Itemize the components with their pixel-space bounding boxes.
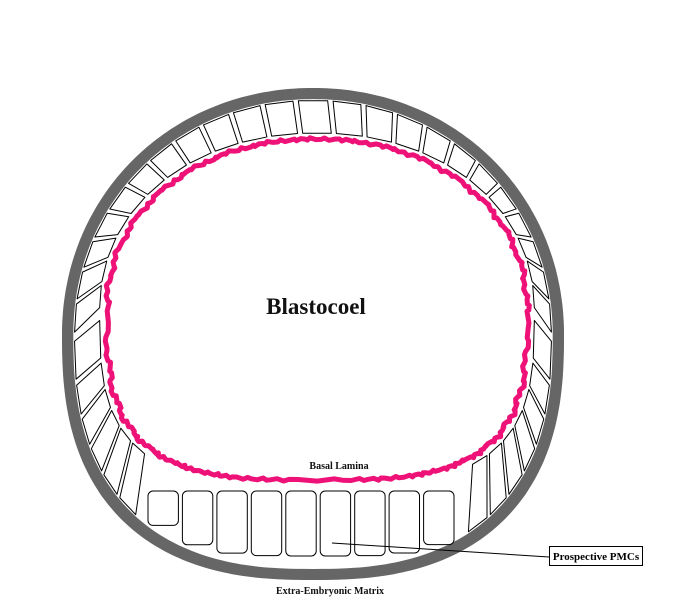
epithelial-cell [532,319,552,380]
epithelial-cell [523,388,545,445]
epithelial-cell [529,362,550,415]
epithelial-cell [119,442,146,516]
epithelial-cell [504,212,532,238]
embryo-interior [73,99,553,569]
epithelial-cell [232,105,268,143]
prospective-pmc-cell [181,490,214,546]
prospective-pmc-cells [147,490,455,557]
blastocoel-label: Blastocoel [266,294,366,319]
epithelial-cell [517,237,543,268]
basal-lamina-line [102,135,532,484]
epithelial-cell [469,163,498,195]
epithelial-cell [526,260,550,300]
epithelial-cell [467,455,488,533]
prospective-pmc-cell [388,490,421,554]
epithelial-cell [81,388,111,445]
epithelial-cell [83,237,117,268]
epithelial-cell [447,143,476,178]
prospective-pmc-cell [216,490,248,554]
epithelial-cell [76,362,105,415]
epithelial-cell [175,126,212,164]
epithelial-cell [76,260,108,300]
epithelial-cell [109,186,146,215]
epithelial-cell [203,113,239,152]
epithelial-cell [488,186,517,215]
basal-lamina-label: Basal Lamina [309,461,369,472]
epithelial-cell [332,100,363,137]
prospective-pmc-cell [423,490,455,546]
epithelial-cell [488,442,507,516]
epithelial-cell [532,285,552,333]
epithelial-cell [502,427,523,495]
prospective-pmc-cell [147,490,179,526]
epithelial-cell [90,410,120,472]
epithelial-cell [128,163,165,195]
epithelial-cell [297,100,332,134]
prospective-pmcs-label: Prospective PMCs [549,546,643,566]
epithelial-cell [103,427,132,495]
epithelial-cell [74,285,102,333]
prospective-pmc-cell [354,490,386,557]
epithelial-cell [365,105,394,143]
pmc-leader-line [331,542,550,558]
prospective-pmc-cell [319,490,352,557]
extra-embryonic-matrix-label: Extra-Embryonic Matrix [275,586,385,597]
epithelial-cells [74,100,552,533]
epithelial-cell [422,126,451,164]
prospective-pmc-cell [250,490,283,557]
epithelial-cell [264,100,299,137]
epithelial-cell [514,410,536,472]
prospective-pmc-cell [285,490,317,557]
epithelial-cell [74,319,102,380]
epithelial-cell [395,113,423,152]
epithelial-cell [150,143,187,178]
epithelial-cell [94,212,130,238]
